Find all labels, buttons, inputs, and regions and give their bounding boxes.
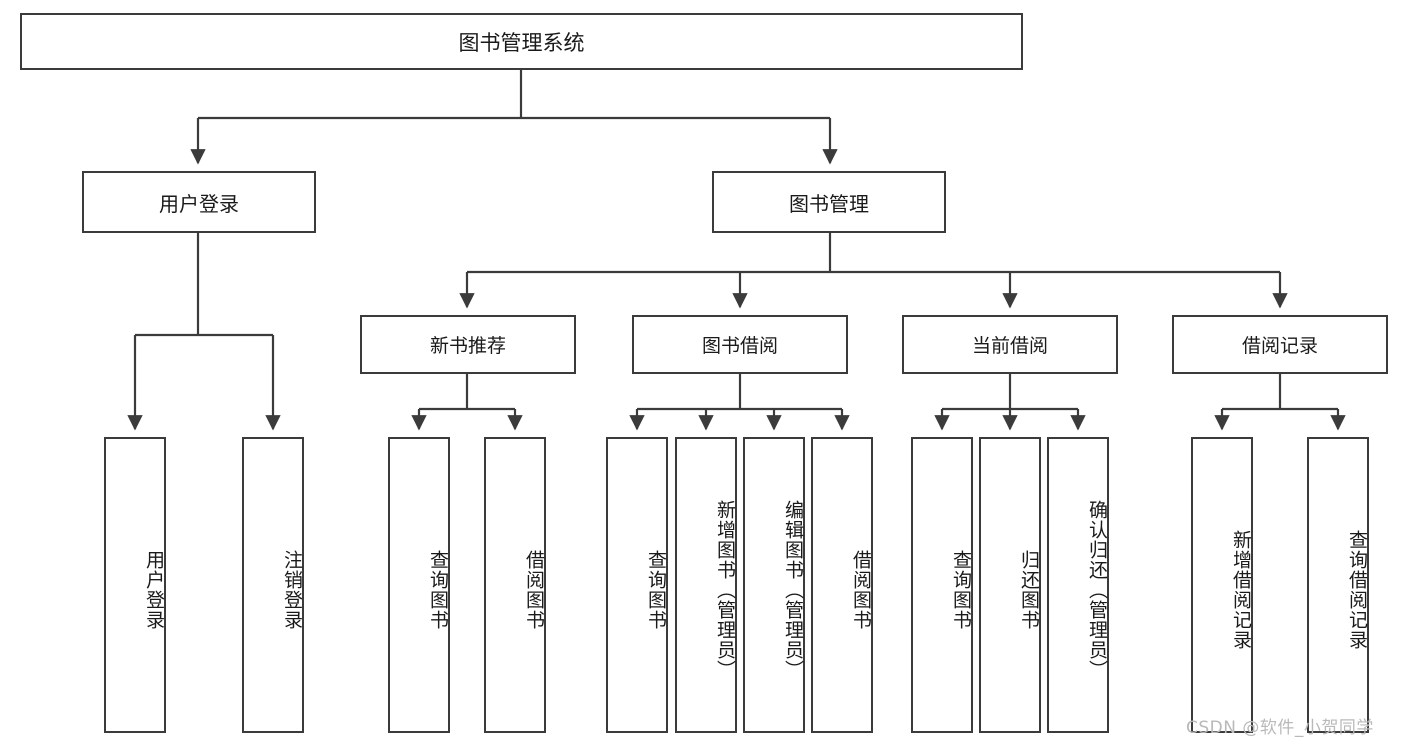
node-book-borrow-label: 图书借阅 [701,335,778,357]
leaf-label: 借阅图书 [523,550,545,630]
node-book-borrow[interactable]: 图书借阅 [632,315,848,374]
leaf-label: 查询图书 [950,550,972,630]
leaf-book-borrow-query[interactable]: 查询图书 [606,437,668,733]
leaf-borrow-records-add[interactable]: 新增借阅记录 [1191,437,1253,733]
leaf-label: 编辑图书（管理员） [782,500,804,680]
node-root-label: 图书管理系统 [458,30,585,55]
node-new-book-recommend[interactable]: 新书推荐 [360,315,576,374]
leaf-new-book-borrow[interactable]: 借阅图书 [484,437,546,733]
leaf-label: 归还图书 [1018,550,1040,630]
node-user-login[interactable]: 用户登录 [82,171,316,233]
node-user-login-label: 用户登录 [159,191,239,216]
node-book-management[interactable]: 图书管理 [712,171,946,233]
leaf-label: 新增图书（管理员） [714,500,736,680]
node-root[interactable]: 图书管理系统 [20,13,1023,70]
leaf-book-borrow-borrow[interactable]: 借阅图书 [811,437,873,733]
watermark-text: CSDN @软件_小贺同学 [1186,718,1374,738]
leaf-label: 注销登录 [281,550,303,630]
leaf-label: 借阅图书 [850,550,872,630]
leaf-label: 查询图书 [645,550,667,630]
node-current-borrow-label: 当前借阅 [971,335,1048,357]
leaf-label: 用户登录 [143,550,165,630]
leaf-user-login-login[interactable]: 用户登录 [104,437,166,733]
leaf-book-borrow-add[interactable]: 新增图书（管理员） [675,437,737,733]
leaf-new-book-query[interactable]: 查询图书 [388,437,450,733]
leaf-borrow-records-query[interactable]: 查询借阅记录 [1307,437,1369,733]
leaf-book-borrow-edit[interactable]: 编辑图书（管理员） [743,437,805,733]
leaf-label: 查询图书 [427,550,449,630]
leaf-label: 确认归还（管理员） [1086,500,1108,680]
leaf-current-borrow-confirm-return[interactable]: 确认归还（管理员） [1047,437,1109,733]
node-current-borrow[interactable]: 当前借阅 [902,315,1118,374]
leaf-current-borrow-return[interactable]: 归还图书 [979,437,1041,733]
leaf-label: 新增借阅记录 [1230,530,1252,650]
node-new-book-recommend-label: 新书推荐 [429,335,506,357]
leaf-label: 查询借阅记录 [1346,530,1368,650]
leaf-current-borrow-query[interactable]: 查询图书 [911,437,973,733]
leaf-user-login-logout[interactable]: 注销登录 [242,437,304,733]
node-borrow-records-label: 借阅记录 [1241,335,1318,357]
node-borrow-records[interactable]: 借阅记录 [1172,315,1388,374]
node-book-management-label: 图书管理 [789,191,869,216]
